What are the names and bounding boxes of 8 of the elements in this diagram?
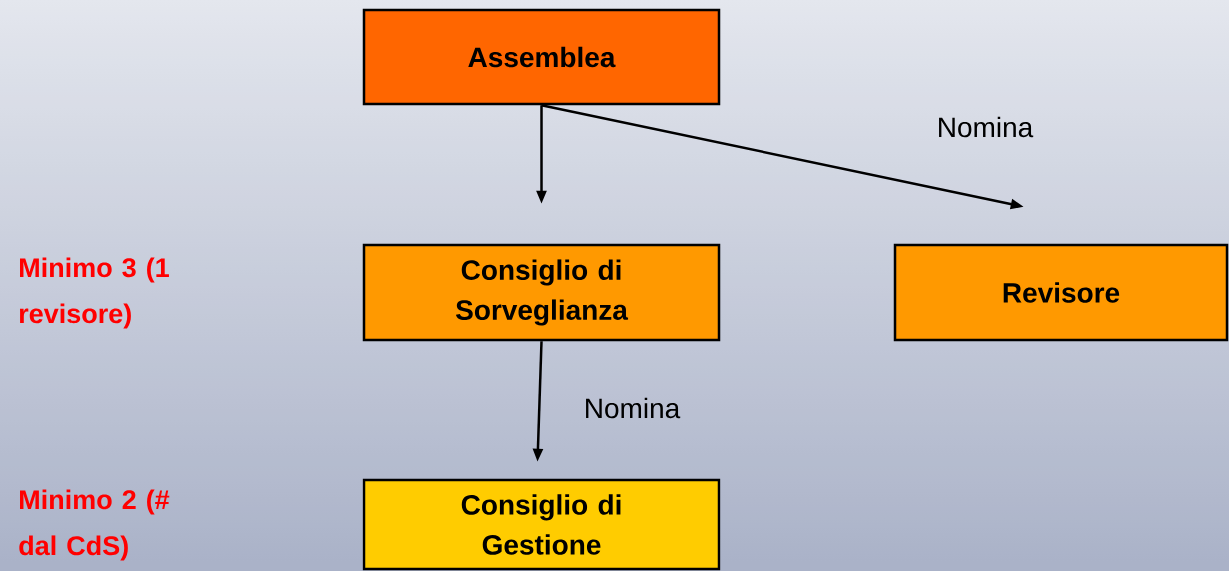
- org-box: Consiglio di Sorveglianza: [362, 243, 721, 342]
- org-box: Revisore: [893, 243, 1229, 342]
- org-box: Consiglio di Gestione: [362, 478, 721, 571]
- org-box: Assemblea: [362, 8, 721, 106]
- note-text: Minimo 2 (# dal CdS): [19, 489, 170, 561]
- edge-label: Nomina: [939, 116, 1034, 138]
- edge-label: Nomina: [586, 397, 681, 419]
- note-text: Minimo 3 (1 revisore): [20, 257, 169, 329]
